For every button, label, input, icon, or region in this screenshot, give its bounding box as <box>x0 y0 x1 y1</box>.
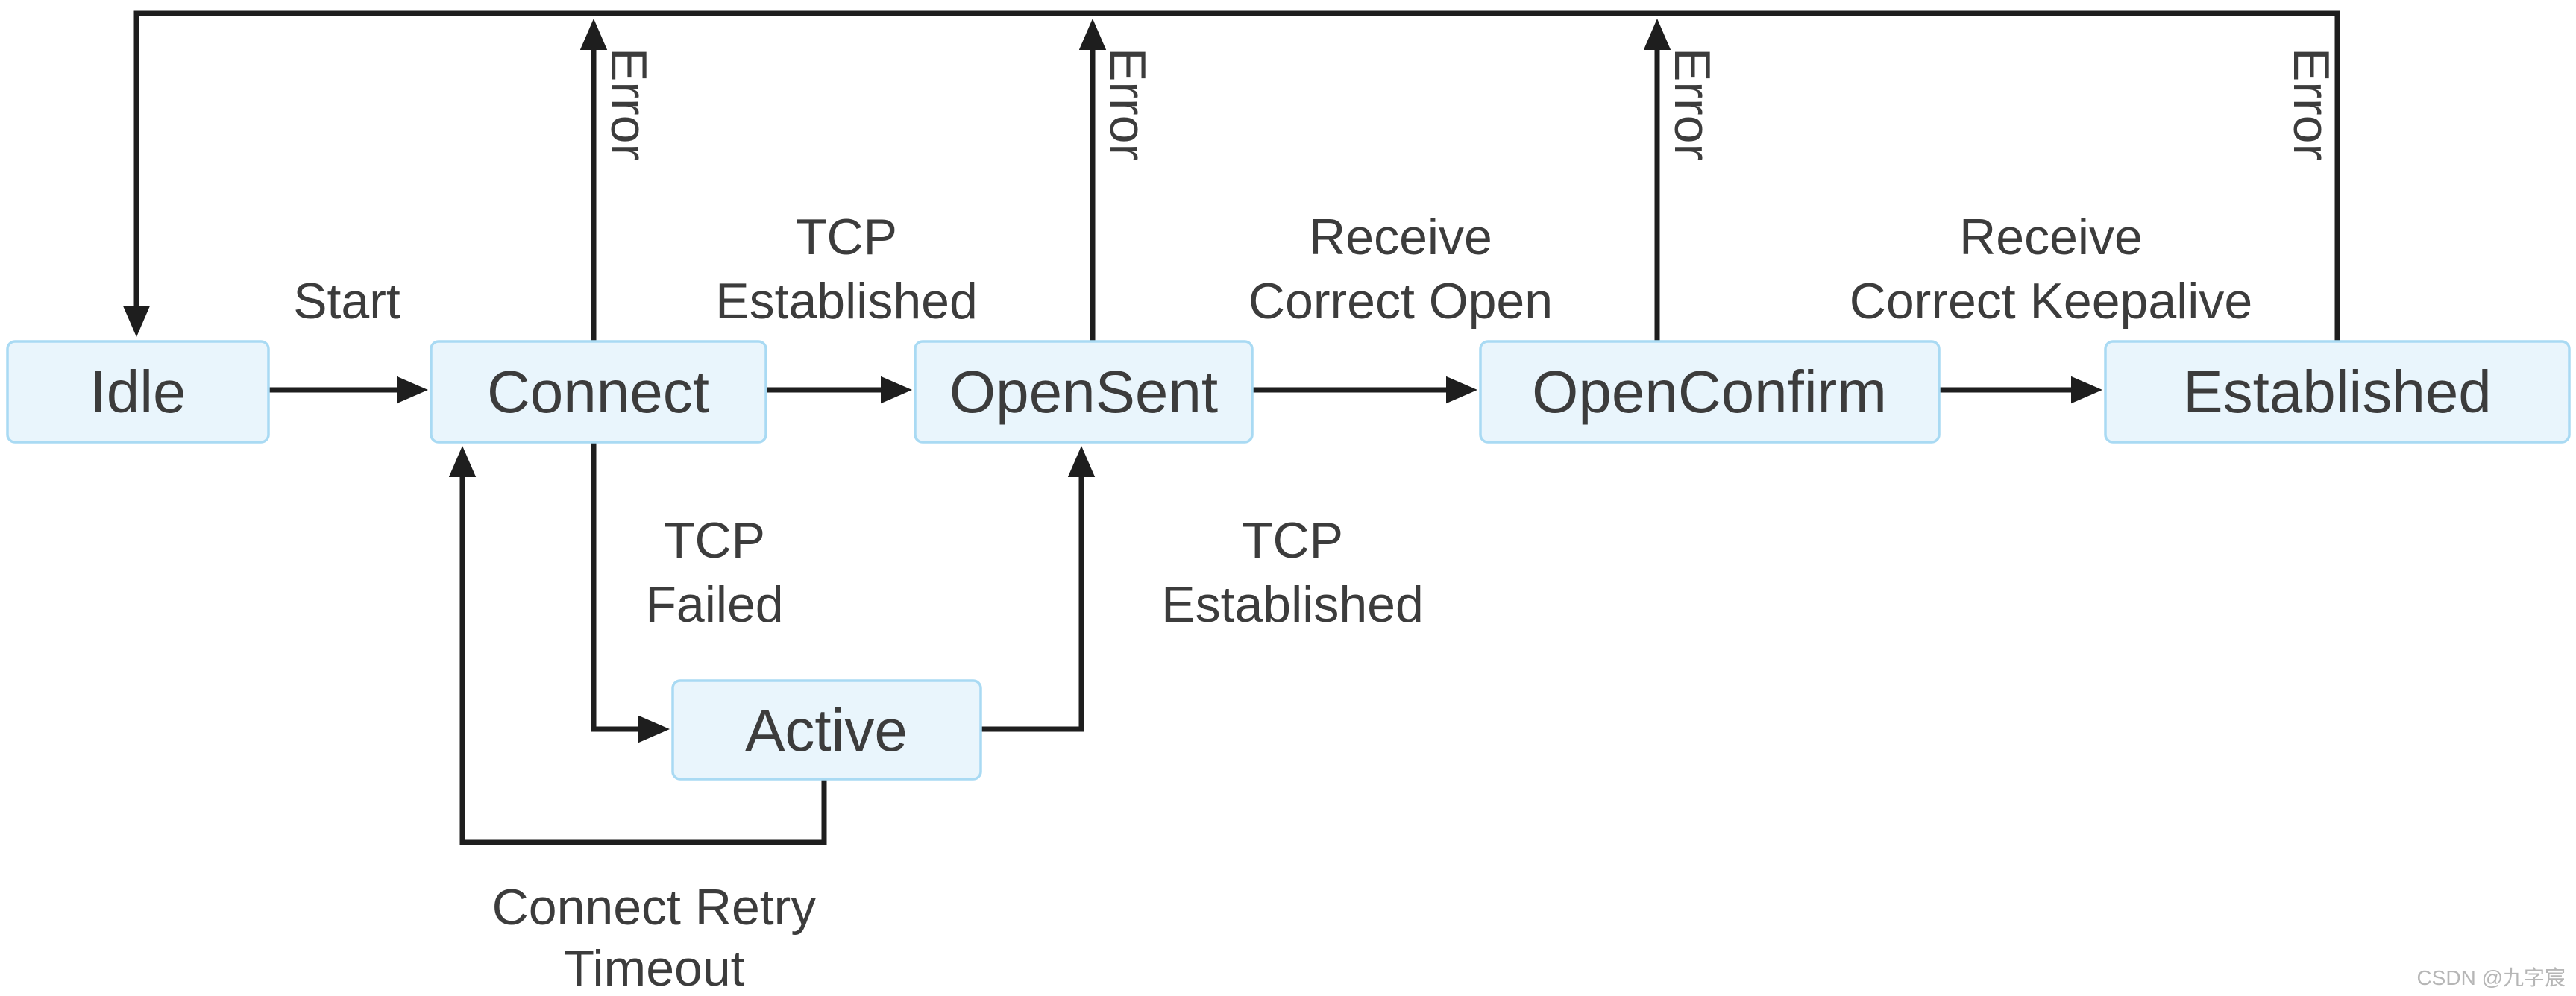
error-return-line-to-idle <box>122 10 2340 341</box>
state-openconfirm-label: OpenConfirm <box>1532 359 1887 425</box>
label-tcp-failed-line2: Failed <box>645 576 783 633</box>
label-error-from-opensent: Error <box>1099 48 1156 160</box>
label-receive-correct-open-line2: Correct Open <box>1248 273 1553 330</box>
label-error-from-connect: Error <box>600 48 657 160</box>
arrow-active-to-opensent <box>981 446 1096 732</box>
label-error-from-openconfirm: Error <box>1664 48 1721 160</box>
state-established-box <box>2104 340 2571 444</box>
state-idle-box <box>6 340 270 444</box>
state-openconfirm: OpenConfirm <box>1479 340 1941 444</box>
state-opensent-label: OpenSent <box>949 359 1218 425</box>
state-idle: Idle <box>6 340 270 444</box>
label-receive-correct-keepalive-line1: Receive <box>1959 209 2143 265</box>
state-active: Active <box>671 679 982 781</box>
state-active-box <box>671 679 982 781</box>
label-tcp-failed-line1: TCP <box>664 512 765 569</box>
state-opensent: OpenSent <box>914 340 1254 444</box>
state-established: Established <box>2104 340 2571 444</box>
watermark: CSDN @九字宸 <box>2416 966 2566 989</box>
label-tcp-established-upper-line1: TCP <box>796 209 897 265</box>
state-active-label: Active <box>745 697 908 763</box>
state-opensent-box <box>914 340 1254 444</box>
state-connect-label: Connect <box>487 359 709 425</box>
state-connect: Connect <box>430 340 767 444</box>
state-openconfirm-box <box>1479 340 1941 444</box>
arrow-connect-retry-active-to-connect <box>448 446 827 845</box>
label-receive-correct-keepalive-line2: Correct Keepalive <box>1850 273 2252 330</box>
label-connect-retry-timeout-line2: Timeout <box>563 940 744 996</box>
label-tcp-established-lower-line2: Established <box>1161 576 1424 633</box>
label-error-from-established: Error <box>2283 48 2340 160</box>
label-receive-correct-open-line1: Receive <box>1309 209 1492 265</box>
arrow-tcp-failed-connect-to-active <box>591 442 670 743</box>
state-established-label: Established <box>2183 359 2492 425</box>
label-tcp-established-lower-line1: TCP <box>1242 512 1343 569</box>
state-idle-label: Idle <box>90 359 186 425</box>
label-tcp-established-upper-line2: Established <box>715 273 978 330</box>
state-connect-box <box>430 340 767 444</box>
label-connect-retry-timeout-line1: Connect Retry <box>492 879 817 936</box>
label-start: Start <box>293 273 400 330</box>
